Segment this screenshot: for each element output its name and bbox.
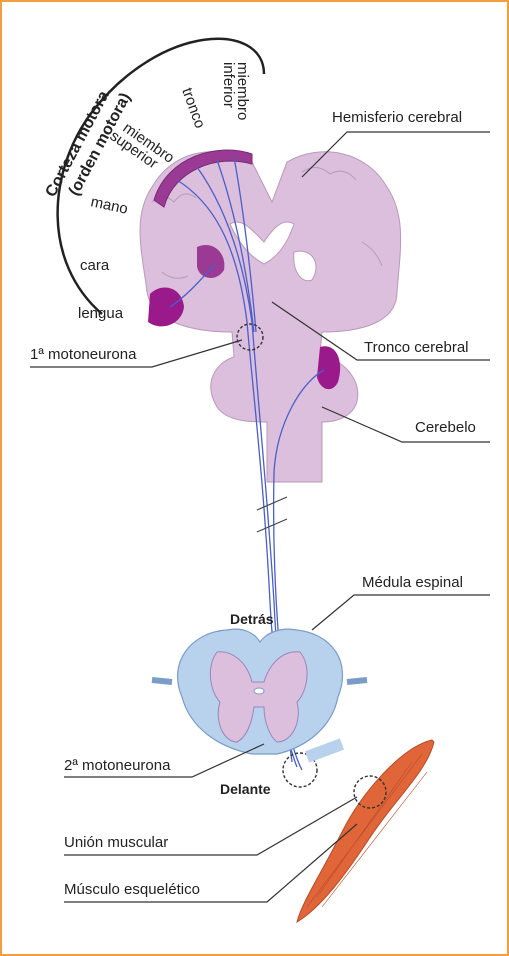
label-lower-limb: miembro inferior [220,62,251,120]
label-skeletal-muscle: Músculo esquelético [64,881,200,898]
label-spinal-cord: Médula espinal [362,574,463,591]
label-hand: mano [89,193,129,217]
spinal-cord-section [152,629,367,757]
label-muscle-junction: Unión muscular [64,834,168,851]
label-brainstem: Tronco cerebral [364,339,469,356]
brain-section [140,150,401,482]
label-cerebellum: Cerebelo [415,419,476,436]
label-front: Delante [220,781,271,797]
label-hemisphere: Hemisferio cerebral [332,109,462,126]
cerebellum-area [317,346,340,389]
label-back: Detrás [230,611,274,627]
label-second-motoneuron: 2ª motoneurona [64,757,171,774]
region-trunk: tronco [178,86,208,131]
cut-mark [257,519,287,532]
region-face: cara [80,257,110,274]
region-hand: mano [89,193,129,217]
label-first-motoneuron: 1ª motoneurona [30,346,137,363]
muscle [297,740,434,922]
region-lower-limb-2: inferior [220,62,237,108]
label-trunk: tronco [178,86,208,131]
region-tongue: lengua [78,305,124,322]
leader-spinal-cord [312,595,490,630]
cut-mark [257,497,287,510]
